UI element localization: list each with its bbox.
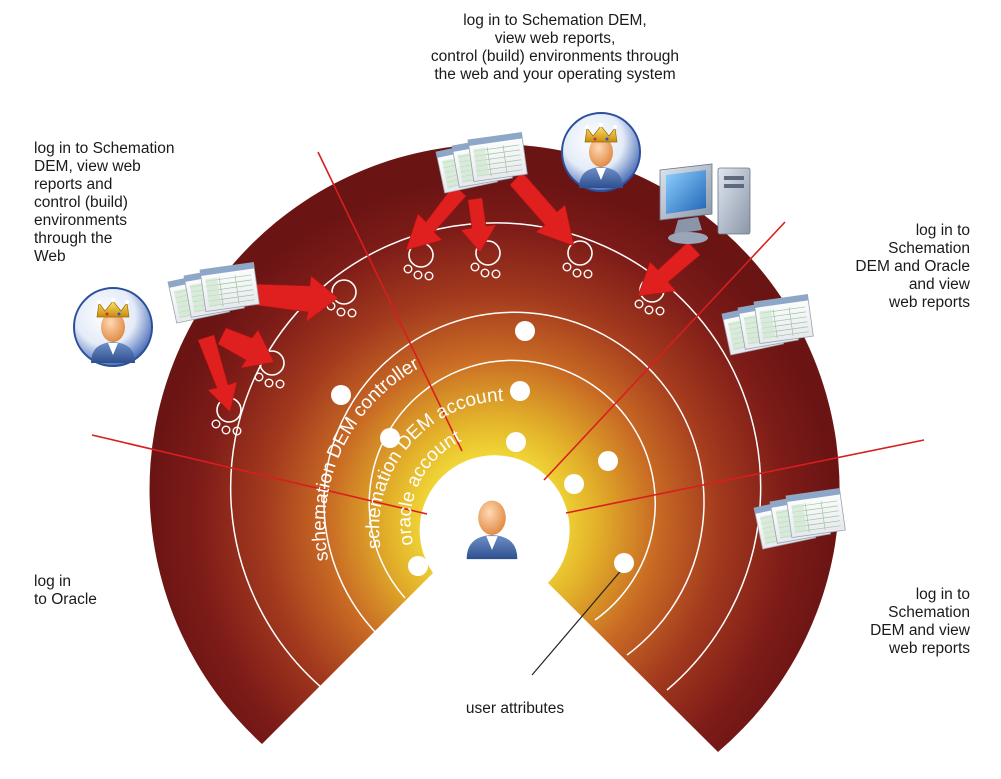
attribute-dot [564, 474, 584, 494]
label-top-line: log in to Schemation DEM, [463, 12, 647, 29]
label-left: log in to Schemation DEM, view web repor… [34, 140, 204, 266]
arrow-left-to-circle-2 [217, 327, 275, 369]
label-right-lower-line: log in to [915, 586, 970, 603]
permission-fan [149, 144, 840, 753]
attribute-dots [331, 321, 634, 576]
label-left-line: log in to Schemation [34, 140, 175, 157]
label-top-line: the web and your operating system [434, 66, 676, 83]
label-bottom-left: log in to Oracle [34, 573, 154, 609]
arrow-top-to-circle-2 [460, 197, 497, 253]
label-bottom-left-line: to Oracle [34, 591, 97, 608]
label-right-upper-line: Schemation [888, 240, 970, 257]
label-top-line: control (build) environments through [430, 48, 680, 65]
label-right-upper-line: DEM and Oracle [855, 258, 970, 275]
attribute-dot [506, 432, 526, 452]
user-icon-center [466, 500, 518, 560]
label-right-upper-line: and view [908, 276, 970, 293]
crowned-user-icon-left [73, 287, 153, 367]
label-right-upper-line: web reports [889, 294, 970, 311]
desktop-computer-icon [659, 163, 751, 244]
arrow-top-to-circle-3 [509, 171, 575, 247]
label-left-line: reports and [34, 176, 113, 193]
arrow-left-to-circle-1 [247, 275, 339, 323]
attribute-dot [380, 428, 400, 448]
ring-boundary-inner [368, 359, 656, 621]
access-arrows [197, 171, 701, 413]
label-user-attributes-text: user attributes [465, 700, 565, 717]
label-left-line: through the [34, 230, 113, 247]
divider-line-right [565, 439, 925, 514]
arrow-top-to-circle-1 [405, 184, 467, 251]
divider-line-top-left [317, 151, 463, 452]
label-left-line: control (build) [34, 194, 128, 211]
label-left-line: DEM, view web [34, 158, 141, 175]
label-left-line: environments [34, 212, 128, 229]
divider-line-top-right [543, 221, 786, 481]
label-right-lower-line: web reports [889, 640, 970, 657]
arrow-computer-to-circle [637, 241, 701, 297]
attribute-dot [331, 385, 351, 405]
label-left-line: Web [34, 248, 66, 265]
attribute-dot [598, 451, 618, 471]
attribute-dot [408, 556, 428, 576]
ring-boundary-middle [323, 311, 705, 656]
label-top: log in to Schemation DEM, view web repor… [410, 12, 700, 84]
label-right-lower-line: Schemation [888, 604, 970, 621]
divider-line-left [91, 434, 428, 515]
attribute-dot [614, 553, 634, 573]
label-bottom-left-line: log in [34, 573, 72, 590]
crowned-user-icon-top [561, 112, 641, 192]
label-user-attributes: user attributes [430, 700, 600, 718]
fan-background [149, 144, 840, 753]
label-right-upper-line: log in to [915, 222, 970, 239]
arrow-left-to-circle-3 [197, 334, 238, 413]
user-attributes-pointer [531, 566, 625, 676]
label-right-lower-line: DEM and view [870, 622, 970, 639]
attribute-dot [515, 321, 535, 341]
attribute-dot [510, 381, 530, 401]
divider-lines [91, 151, 925, 515]
label-right-lower: log in to Schemation DEM and view web re… [820, 586, 970, 658]
label-top-line: view web reports, [494, 30, 616, 47]
label-right-upper: log in to Schemation DEM and Oracle and … [820, 222, 970, 312]
